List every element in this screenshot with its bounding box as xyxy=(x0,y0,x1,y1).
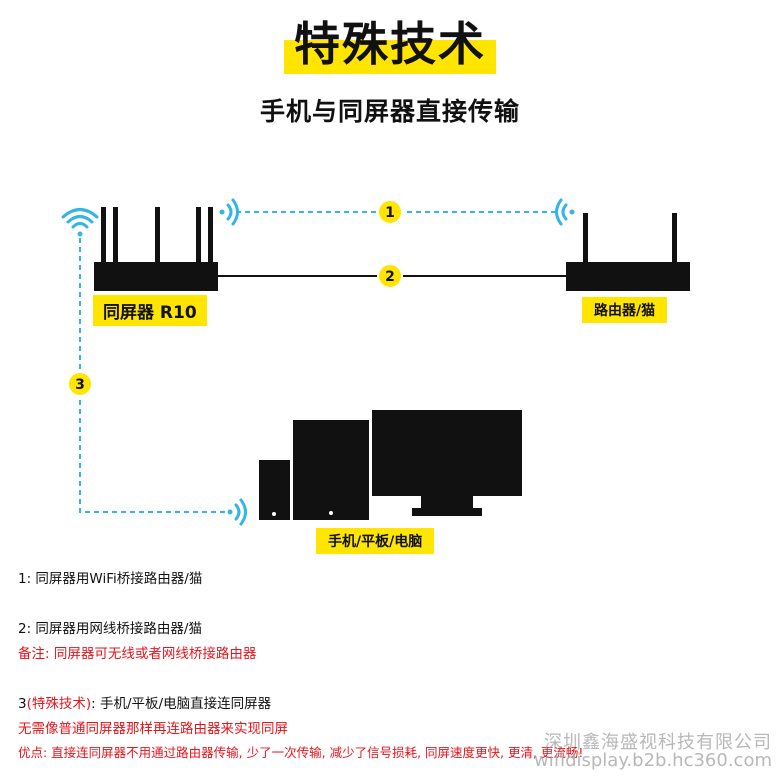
note-line-3-rest: : 手机/平板/电脑直接连同屏器 xyxy=(91,696,272,712)
connection-1-number: 1 xyxy=(385,205,395,221)
computer-device xyxy=(372,410,522,516)
connection-3-badge: 3 xyxy=(67,371,93,397)
screen-mirror-device xyxy=(94,207,218,291)
note-line-2: 2: 同屏器用网线桥接路由器/猫 xyxy=(18,621,202,637)
wifi-icon-r10-right xyxy=(219,198,239,226)
connection-3-dashed-line xyxy=(79,238,226,513)
devices-label: 手机/平板/电脑 xyxy=(316,528,435,554)
connection-2-badge: 2 xyxy=(377,263,403,289)
watermark-site: wifidisplay.b2b.hc360.com xyxy=(534,750,772,771)
router-device xyxy=(566,213,690,291)
router-label: 路由器/猫 xyxy=(582,297,668,323)
screen-mirror-label: 同屏器 R10 xyxy=(93,295,207,326)
note-line-3-highlight: (特殊技术) xyxy=(26,696,92,712)
note-line-3: 3(特殊技术): 手机/平板/电脑直接连同屏器 xyxy=(18,692,271,712)
note-line-remark: 备注: 同屏器可无线或者网线桥接路由器 xyxy=(18,646,257,662)
note-line-3-prefix: 3 xyxy=(18,696,27,712)
tablet-device xyxy=(293,420,369,520)
page-subtitle: 手机与同屏器直接传输 xyxy=(259,97,520,126)
title-wrap: 特殊技术 xyxy=(0,14,780,74)
page-title: 特殊技术 xyxy=(284,14,496,74)
connection-3-number: 3 xyxy=(75,377,85,393)
phone-device xyxy=(259,460,290,520)
watermark-company: 深圳鑫海盛视科技有限公司 xyxy=(544,732,772,753)
connection-1-badge: 1 xyxy=(377,199,403,225)
note-line-5: 优点: 直接连同屏器不用通过路由器传输, 少了一次传输, 减少了信号损耗, 同屏… xyxy=(18,745,584,760)
note-line-1: 1: 同屏器用WiFi桥接路由器/猫 xyxy=(18,571,203,587)
wifi-icon-r10 xyxy=(61,208,99,237)
connection-2-number: 2 xyxy=(385,269,395,285)
note-line-4: 无需像普通同屏器那样再连路由器来实现同屏 xyxy=(18,721,288,737)
wifi-icon-router xyxy=(555,198,575,226)
wifi-icon-devices xyxy=(227,498,247,526)
